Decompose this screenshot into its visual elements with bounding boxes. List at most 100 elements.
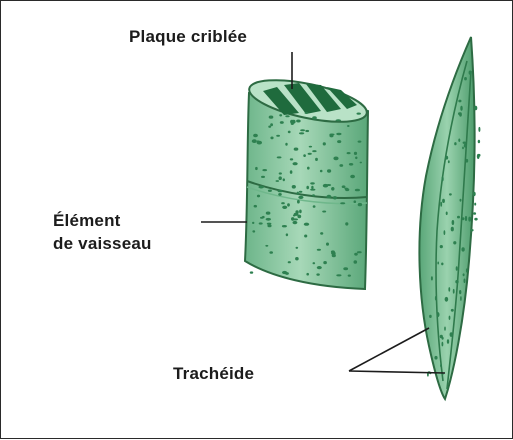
tracheid-pit <box>460 199 462 202</box>
vessel-pit <box>277 156 282 158</box>
vessel-pit <box>342 185 346 188</box>
vessel-pit <box>293 215 296 217</box>
tracheid-pit <box>450 332 453 337</box>
vessel-pit <box>267 223 272 225</box>
vessel-pit <box>269 251 273 254</box>
vessel-pit <box>304 235 307 238</box>
vessel-element <box>245 72 370 289</box>
tracheid-pit <box>457 216 460 219</box>
tracheid-pit <box>478 140 480 144</box>
vessel-pit <box>276 135 280 137</box>
vessel-pit <box>257 195 260 198</box>
tracheid-pit <box>458 139 460 142</box>
vessel-pit <box>336 133 341 135</box>
vessel-pit <box>294 148 299 151</box>
tracheid-pit <box>474 218 477 221</box>
vessel-pit <box>310 182 315 184</box>
vessel-pit <box>285 143 287 146</box>
vessel-pit <box>312 150 316 152</box>
tracheid-pit <box>460 296 462 301</box>
vessel-pit <box>320 232 323 235</box>
vessel-pit <box>315 158 318 161</box>
vessel-pit <box>347 152 351 154</box>
vessel-pit <box>340 202 345 204</box>
vessel-pit <box>317 249 321 251</box>
tracheid-pit <box>454 142 456 145</box>
vessel-pit <box>252 230 255 232</box>
vessel-pit <box>323 261 327 264</box>
vessel-pit <box>306 186 309 190</box>
tracheid-pit <box>437 262 439 265</box>
vessel-pit <box>300 129 305 131</box>
vessel-pit <box>297 192 299 195</box>
vessel-pit <box>347 125 350 127</box>
vessel-pit <box>262 216 265 218</box>
tracheid-pit <box>445 156 448 160</box>
vessel-pit <box>358 141 362 143</box>
vessel-pit <box>357 113 361 115</box>
vessel-pit <box>343 267 348 270</box>
tracheid-pit <box>446 212 448 216</box>
tracheid-pit <box>463 142 467 144</box>
vessel-pit <box>290 158 293 160</box>
tracheid-pit <box>466 268 468 272</box>
vessel-pit <box>331 252 336 255</box>
vessel-pit <box>357 251 362 253</box>
vessel-pit <box>308 153 312 155</box>
tracheid-pit <box>458 112 461 115</box>
tracheid-pit <box>464 279 466 284</box>
tracheid-pit <box>452 220 455 225</box>
vessel-pit <box>269 116 274 119</box>
tracheid-pit <box>445 297 449 302</box>
vessel-pit <box>279 172 282 174</box>
tracheid-pit <box>442 199 445 203</box>
vessel-pit <box>266 218 271 221</box>
vessel-pit <box>326 243 329 246</box>
tracheid-pit <box>440 202 442 207</box>
vessel-pit <box>298 196 303 199</box>
vessel-pit <box>265 245 268 247</box>
tracheid-pit <box>451 227 454 232</box>
vessel-pit <box>305 112 309 114</box>
tracheid-pit <box>453 241 456 244</box>
tracheid-pit <box>474 106 477 111</box>
vessel-pit <box>337 140 341 143</box>
tracheid-pit <box>448 160 450 163</box>
tracheid-pit <box>437 312 440 317</box>
tracheid-pit <box>468 217 471 222</box>
tracheid-pit <box>469 71 472 75</box>
vessel-pit <box>307 167 310 170</box>
tracheid-pit <box>440 245 443 248</box>
vessel-pit <box>299 191 303 193</box>
vessel-pit <box>296 120 301 123</box>
tracheid-pit <box>478 154 480 157</box>
tracheid-pit <box>447 339 449 344</box>
vessel-pit <box>292 185 296 189</box>
tracheid-pit <box>449 316 451 320</box>
vessel-pit <box>306 273 309 276</box>
tracheid-pit <box>478 127 480 132</box>
vessel-pit <box>255 167 258 170</box>
vessel-pit <box>279 176 282 180</box>
tracheid-pit <box>474 203 476 206</box>
tracheid-pit <box>463 273 465 276</box>
vessel-pit <box>295 257 299 260</box>
vessel-pit <box>344 188 348 190</box>
vessel-pit <box>290 170 293 174</box>
vessel-pit <box>355 157 357 160</box>
vessel-pit <box>304 223 309 226</box>
vessel-pit <box>278 190 283 192</box>
vessel-pit <box>358 203 362 206</box>
vessel-pit <box>296 247 299 249</box>
vessel-pit <box>336 274 341 276</box>
tracheid-pit <box>465 216 467 221</box>
vessel-pit <box>326 184 331 186</box>
tracheid-pit <box>462 217 465 220</box>
vessel-pit <box>276 180 280 182</box>
vessel-pit <box>313 205 316 208</box>
vessel-pit <box>303 154 306 157</box>
vessel-pit <box>345 222 348 225</box>
tracheid-pit <box>435 296 437 301</box>
tracheid-pit <box>444 230 446 235</box>
